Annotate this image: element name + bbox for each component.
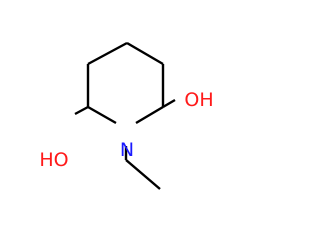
bond-c1-o-left (74, 105, 89, 116)
bond-c4-c5 (126, 41, 164, 66)
molecule-structure-diagram: N HO OH (39, 41, 214, 190)
bond-c2-o-right (162, 98, 176, 109)
bond-methyl-tail (125, 159, 161, 190)
bond-c3-c4 (87, 41, 128, 66)
hydroxyl-right-label: OH (184, 89, 213, 111)
hydroxyl-left-label: HO (39, 149, 68, 171)
atom-label-layer: N HO OH (39, 89, 213, 171)
nitrogen-atom-label: N (120, 139, 134, 161)
bond-c1-n1 (87, 105, 117, 125)
bond-layer (74, 41, 176, 190)
bond-c2-n1 (135, 105, 164, 125)
